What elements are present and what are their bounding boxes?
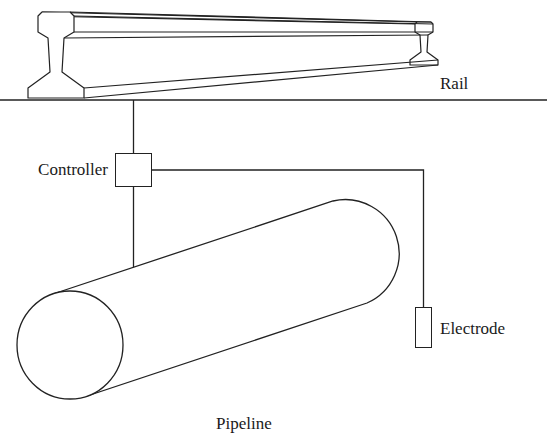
- wire-line: [133, 187, 134, 267]
- pipeline-end: [17, 291, 123, 399]
- wire-line: [133, 100, 134, 153]
- rail-edge: [84, 65, 438, 98]
- part-label: Pipeline: [216, 414, 272, 434]
- rail-edge: [38, 16, 415, 24]
- electrode-box: Electrode: [415, 307, 432, 348]
- wire: [152, 170, 424, 307]
- wire-line: [152, 170, 424, 307]
- ground-line: [0, 99, 547, 100]
- part-label: Controller: [38, 160, 108, 180]
- pipeline-area: Pipeline: [0, 190, 400, 443]
- rail-edge: [64, 35, 428, 38]
- wire: [133, 100, 134, 153]
- rail-far-end: [410, 22, 438, 65]
- controller-box: Controller: [115, 153, 152, 187]
- rail-area: Rail: [0, 0, 547, 100]
- rail-drawing: [28, 12, 438, 98]
- part-label: Electrode: [440, 319, 505, 339]
- part-label: Rail: [440, 74, 468, 94]
- wire: [133, 187, 134, 267]
- rail-edge: [84, 60, 438, 88]
- rail-profile: [28, 12, 84, 98]
- rail-edge: [74, 31, 433, 32]
- pipeline-drawing: [17, 200, 399, 399]
